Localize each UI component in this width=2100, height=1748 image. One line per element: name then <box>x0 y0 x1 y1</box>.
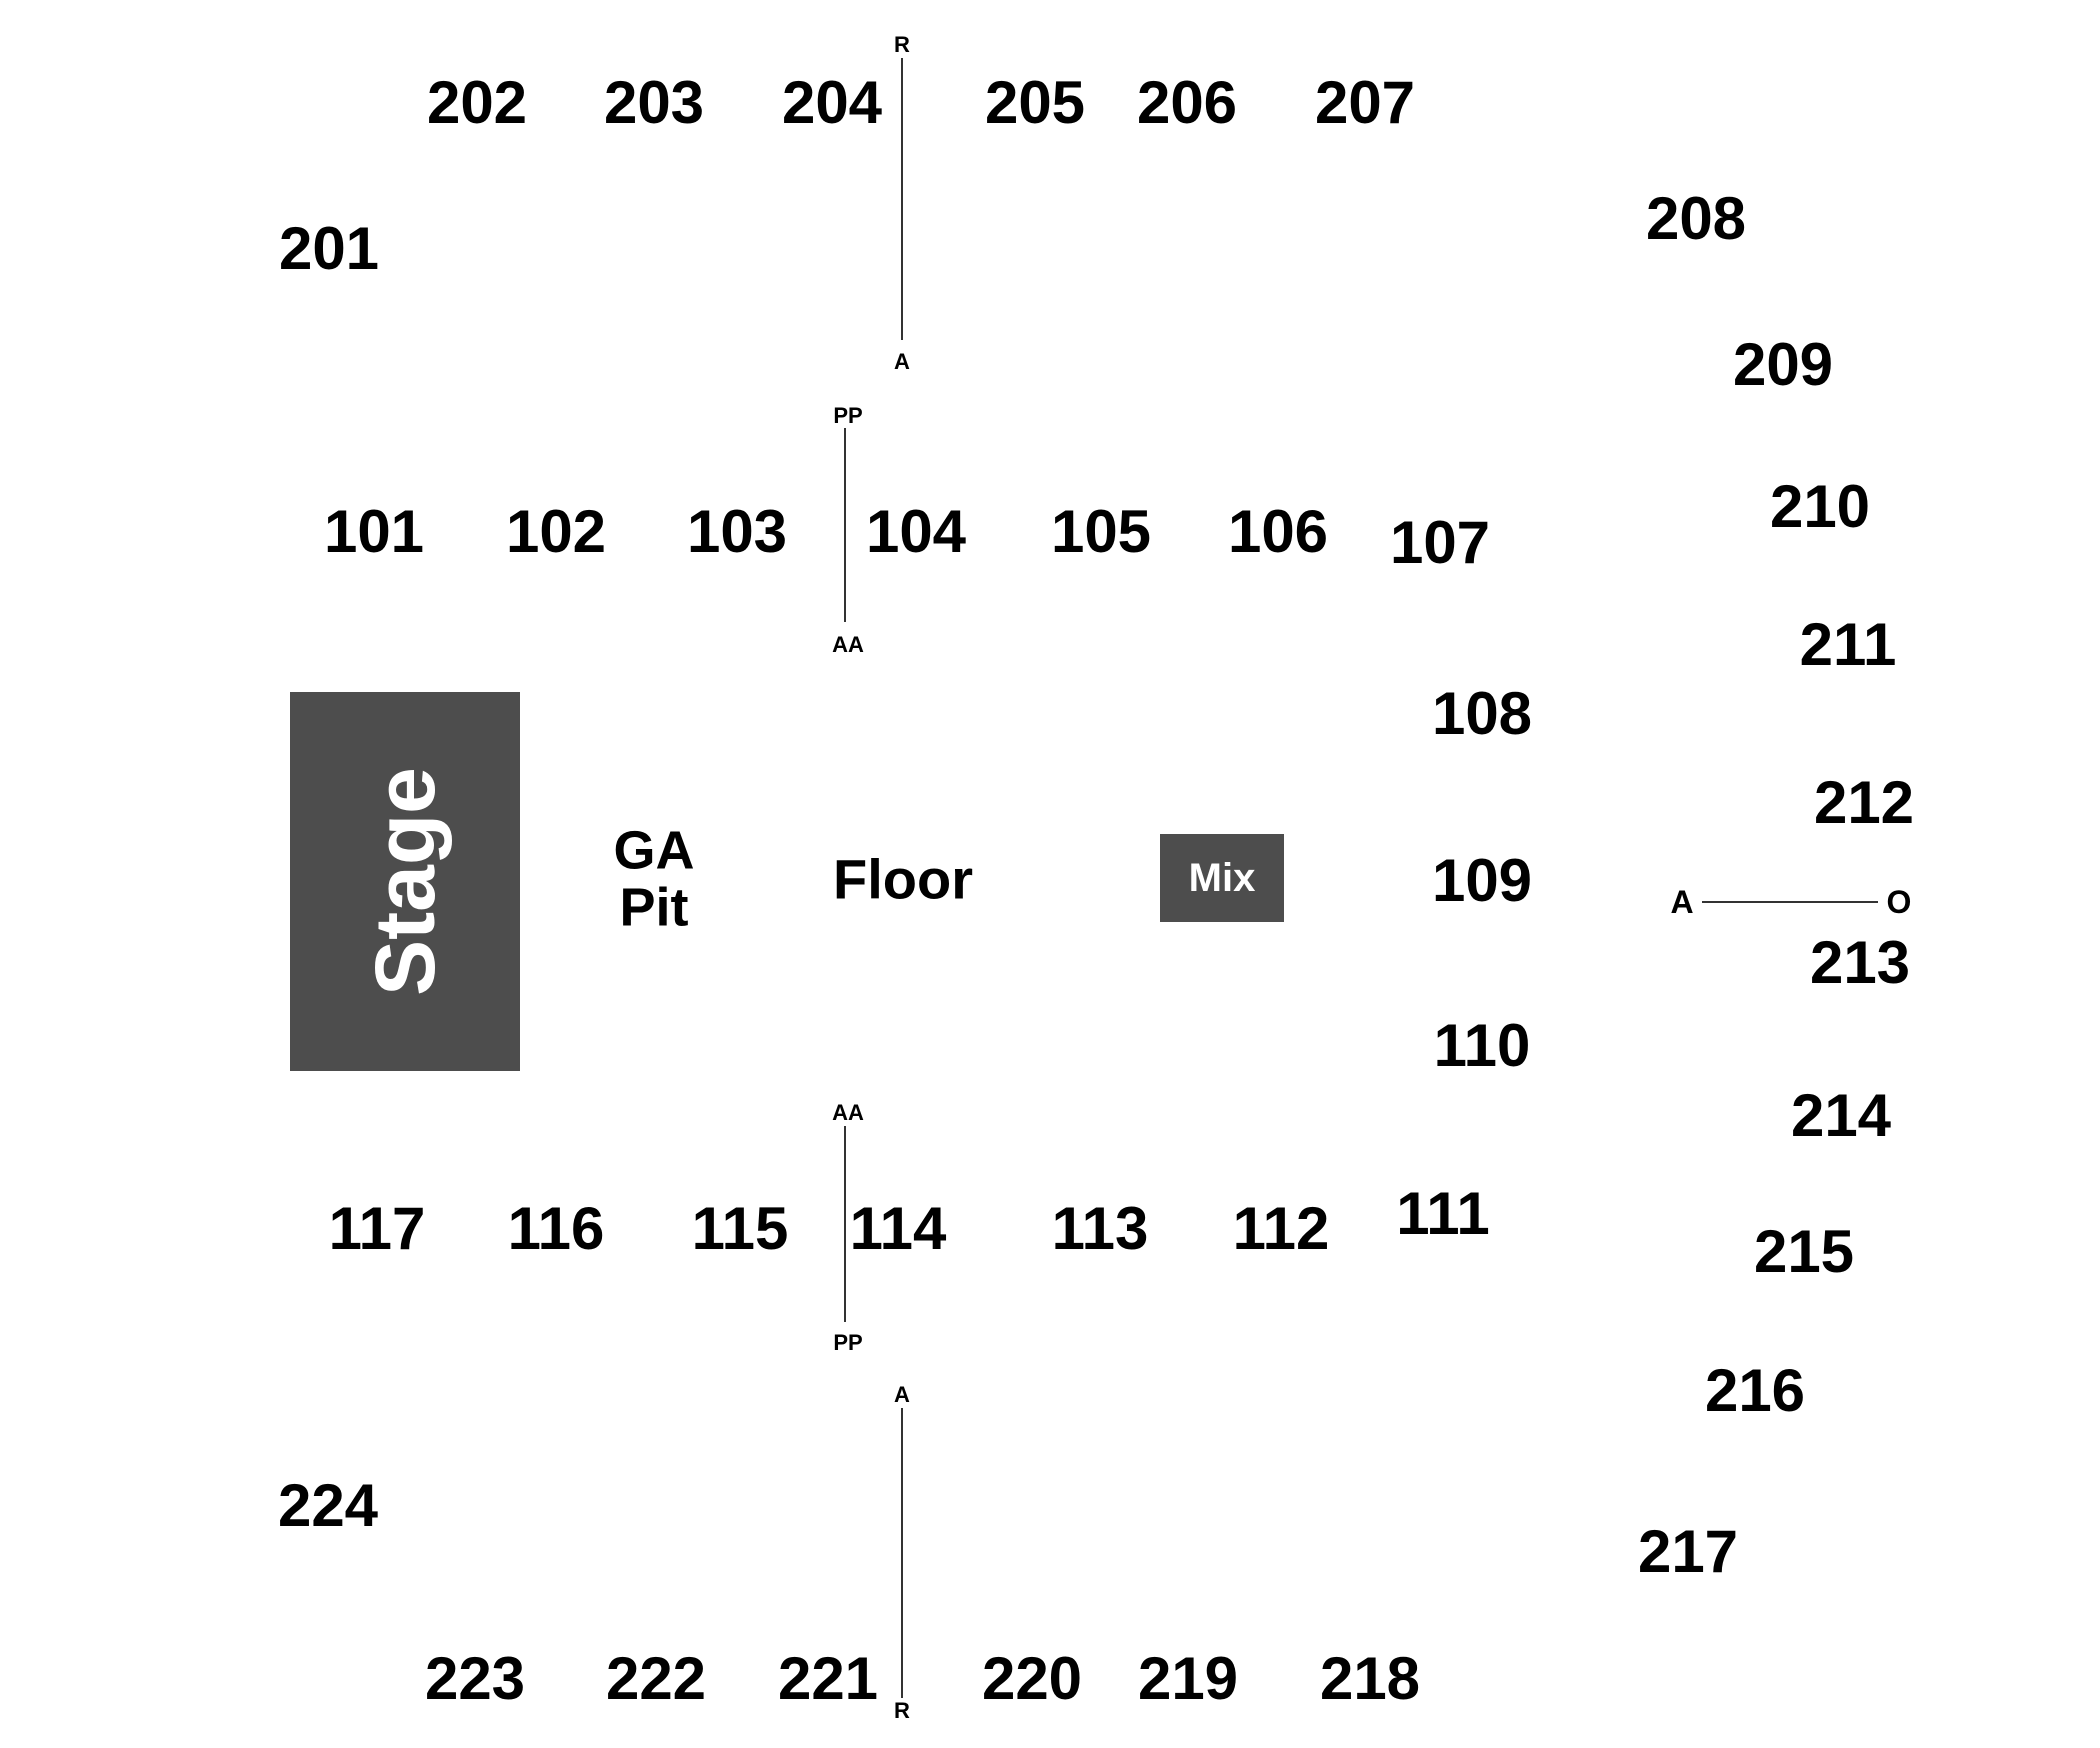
row-marker-bottom-lower-start: AA <box>832 1100 864 1125</box>
section-221[interactable]: 221 <box>777 1645 879 1712</box>
row-marker-right-upper-start: A <box>1670 884 1694 920</box>
section-207[interactable]: 207 <box>1314 69 1416 136</box>
section-202[interactable]: 202 <box>426 69 528 136</box>
section-104[interactable]: 104 <box>865 498 967 565</box>
ga-pit-line2: Pit <box>619 877 689 937</box>
row-line-upper-bottom <box>901 1408 903 1698</box>
section-203[interactable]: 203 <box>603 69 705 136</box>
section-222[interactable]: 222 <box>605 1645 707 1712</box>
row-line-lower-top <box>844 428 846 622</box>
section-106[interactable]: 106 <box>1227 498 1329 565</box>
ga-pit[interactable]: GA Pit <box>614 822 695 935</box>
row-marker-top-upper-start: R <box>894 32 910 57</box>
section-116[interactable]: 116 <box>507 1195 605 1262</box>
row-marker-bottom-lower-end: PP <box>833 1330 863 1355</box>
row-marker-top-lower-end: AA <box>832 632 864 657</box>
section-206[interactable]: 206 <box>1136 69 1238 136</box>
section-218[interactable]: 218 <box>1319 1645 1421 1712</box>
section-102[interactable]: 102 <box>505 498 607 565</box>
mix-label: Mix <box>1188 855 1256 900</box>
section-217[interactable]: 217 <box>1637 1518 1739 1585</box>
section-213[interactable]: 213 <box>1809 929 1911 996</box>
section-209[interactable]: 209 <box>1732 331 1834 398</box>
section-201[interactable]: 201 <box>278 215 380 282</box>
section-109[interactable]: 109 <box>1431 847 1533 914</box>
section-214[interactable]: 214 <box>1790 1082 1892 1149</box>
section-112[interactable]: 112 <box>1232 1195 1330 1262</box>
section-212[interactable]: 212 <box>1813 769 1915 836</box>
row-marker-bottom-upper-start: A <box>894 1382 910 1407</box>
section-220[interactable]: 220 <box>981 1645 1083 1712</box>
section-219[interactable]: 219 <box>1137 1645 1239 1712</box>
section-110[interactable]: 110 <box>1433 1012 1531 1079</box>
row-marker-top-lower-start: PP <box>833 403 863 428</box>
section-205[interactable]: 205 <box>984 69 1086 136</box>
section-224[interactable]: 224 <box>277 1472 379 1539</box>
ga-pit-line1: GA <box>613 820 695 881</box>
stage-label: Stage <box>357 767 452 996</box>
row-marker-top-upper-end: A <box>894 349 910 374</box>
section-108[interactable]: 108 <box>1431 680 1533 747</box>
section-114[interactable]: 114 <box>849 1195 947 1262</box>
section-208[interactable]: 208 <box>1645 185 1747 252</box>
stage: Stage <box>290 692 520 1071</box>
row-line-upper-right <box>1702 901 1878 903</box>
section-211[interactable]: 211 <box>1799 611 1897 678</box>
section-103[interactable]: 103 <box>686 498 788 565</box>
row-marker-bottom-upper-end: R <box>894 1698 910 1723</box>
row-marker-right-upper-end: O <box>1886 884 1912 920</box>
section-223[interactable]: 223 <box>424 1645 526 1712</box>
section-115[interactable]: 115 <box>691 1195 789 1262</box>
row-line-upper-top <box>901 58 903 340</box>
section-111[interactable]: 111 <box>1396 1180 1490 1247</box>
section-215[interactable]: 215 <box>1753 1218 1855 1285</box>
section-204[interactable]: 204 <box>781 69 883 136</box>
section-113[interactable]: 113 <box>1051 1195 1149 1262</box>
row-line-lower-bottom <box>844 1126 846 1322</box>
floor-label[interactable]: Floor <box>833 847 973 911</box>
section-105[interactable]: 105 <box>1050 498 1152 565</box>
mix-position: Mix <box>1160 834 1284 922</box>
section-117[interactable]: 117 <box>328 1195 426 1262</box>
section-107[interactable]: 107 <box>1389 509 1491 576</box>
section-101[interactable]: 101 <box>323 498 425 565</box>
section-216[interactable]: 216 <box>1704 1357 1806 1424</box>
section-210[interactable]: 210 <box>1769 473 1871 540</box>
